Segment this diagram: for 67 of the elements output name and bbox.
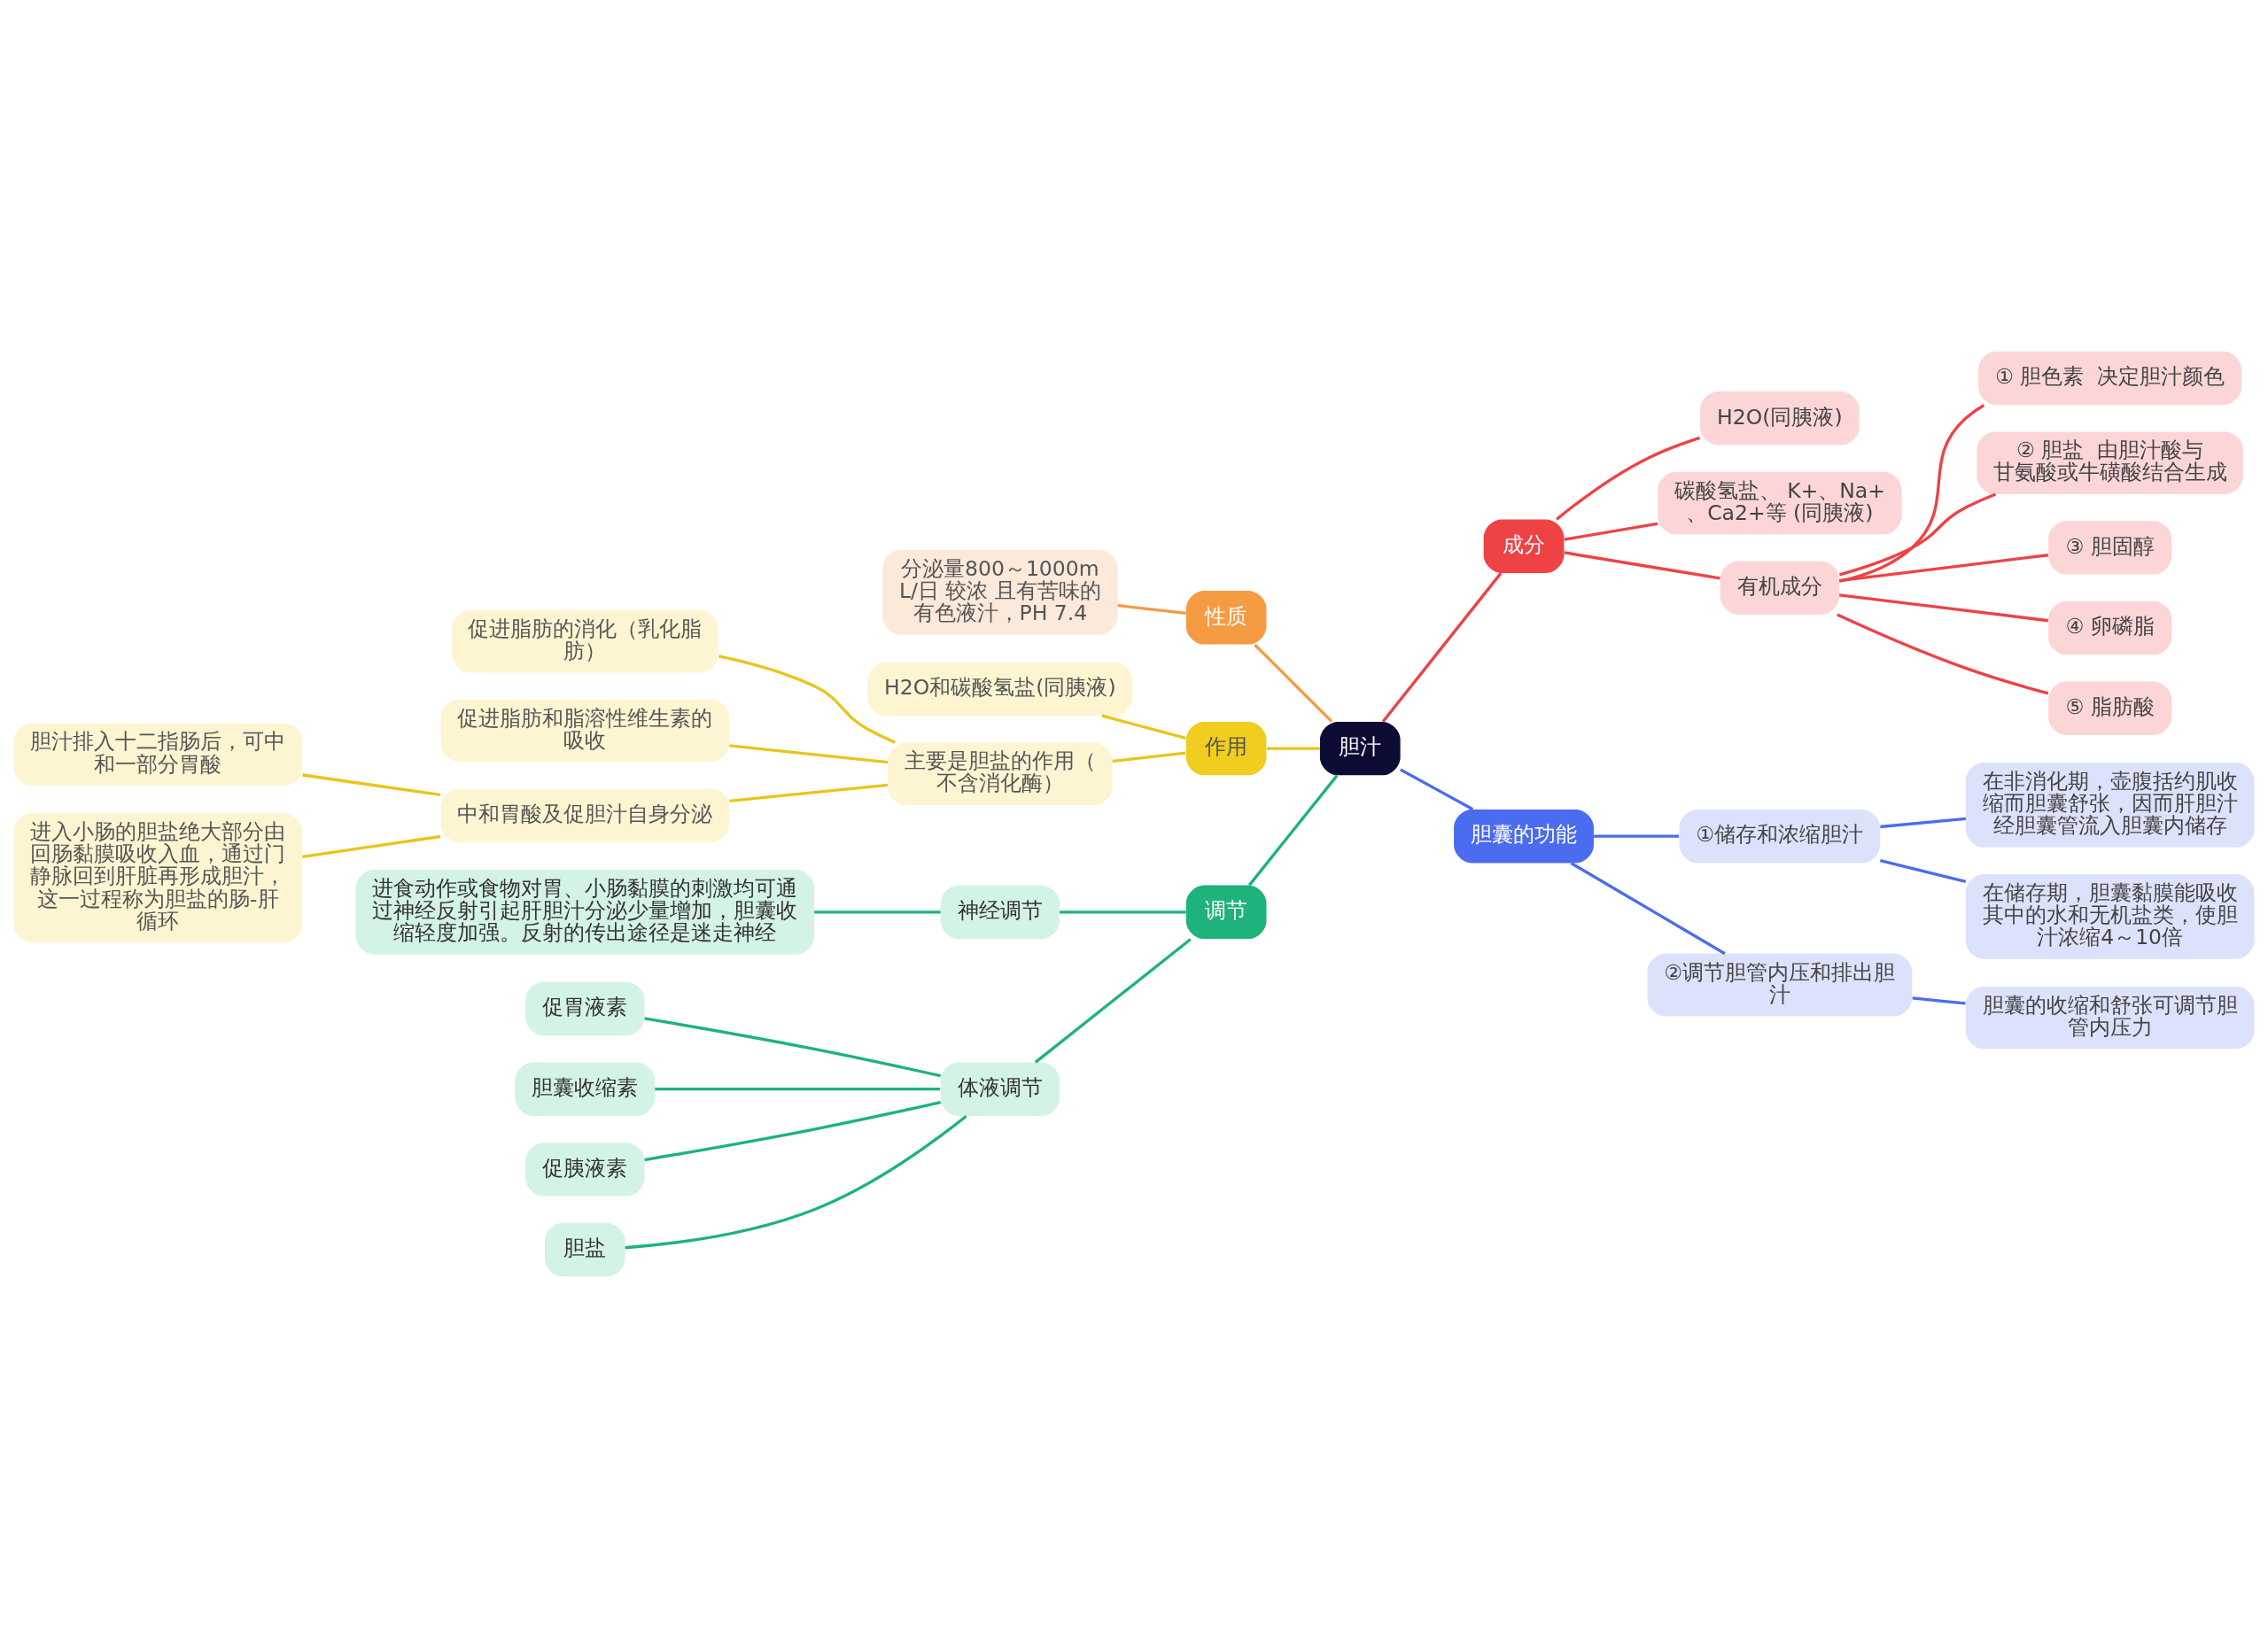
connector <box>302 772 441 796</box>
node-box: 中和胃酸及促胆汁自身分泌 <box>440 787 730 842</box>
connector <box>814 910 941 913</box>
node-box: 促进脂肪的消化（乳化脂肪） <box>452 609 718 672</box>
node-box: 胆汁 <box>1319 721 1401 775</box>
node-box: ①储存和浓缩胆汁 <box>1679 809 1881 863</box>
node-box: 有机成分 <box>1720 561 1839 615</box>
node-box: ②调节胆管内压和排出胆汁 <box>1647 953 1913 1016</box>
node-box: 胆囊的收缩和舒张可调节胆管内压力 <box>1965 986 2255 1049</box>
connector <box>1381 571 1503 723</box>
connector <box>1060 910 1186 913</box>
connector <box>1570 861 1726 955</box>
connector <box>1267 746 1320 750</box>
connector <box>718 654 896 744</box>
node-box: 在非消化期，壶腹括约肌收缩而胆囊舒张，因而肝胆汁经胆囊管流入胆囊内储存 <box>1965 762 2255 848</box>
node-box: ④ 卵磷脂 <box>2047 600 2172 655</box>
connector <box>1117 603 1186 615</box>
node-box: 胆囊收缩素 <box>515 1061 656 1116</box>
connector <box>1555 436 1701 521</box>
connector <box>1838 492 1997 576</box>
node-box: 进入小肠的胆盐绝大部分由回肠黏膜吸收入血，通过门静脉回到肝脏再形成胆汁，这一过程称为胆盐的肠-肝循环 <box>13 812 303 942</box>
node-box: ① 胆色素 决定胆汁颜色 <box>1978 351 2242 405</box>
node-box: 成分 <box>1483 519 1565 573</box>
connector <box>655 1087 940 1090</box>
node-box: ③ 胆固醇 <box>2047 520 2172 575</box>
node-box: 促胃液素 <box>525 981 645 1035</box>
connector <box>1112 750 1186 763</box>
connector <box>1247 774 1339 886</box>
node-box: 胆囊的功能 <box>1454 809 1594 863</box>
node-box: 主要是胆盐的作用（不含消化酶） <box>888 741 1113 805</box>
node-box: 胆盐 <box>544 1222 625 1276</box>
connector <box>1837 613 2049 694</box>
connector <box>729 783 889 802</box>
connector <box>1400 768 1474 810</box>
node-box: 体液调节 <box>940 1061 1060 1116</box>
node-box: 碳酸氢盐、 K+、Na+、Ca2+等 (同胰液) <box>1658 471 1902 534</box>
node-box: 促进脂肪和脂溶性维生素的吸收 <box>440 699 730 762</box>
node-box: ② 胆盐 由胆汁酸与甘氨酸或牛磺酸结合生成 <box>1977 430 2243 494</box>
node-box: 作用 <box>1185 721 1267 775</box>
connector <box>625 1114 967 1249</box>
node-box: 进食动作或食物对胃、小肠黏膜的刺激均可通过神经反射引起肝胆汁分泌少量增加，胆囊收缩轻度加强。反射的传出途径是迷走神经 <box>355 869 814 955</box>
node-box: H2O和碳酸氢盐(同胰液) <box>867 662 1133 716</box>
node-box: 促胰液素 <box>525 1142 645 1197</box>
connector <box>1034 937 1192 1064</box>
node-box: 在储存期，胆囊黏膜能吸收其中的水和无机盐类，使胆汁浓缩4～10倍 <box>1965 873 2255 959</box>
connector <box>644 1016 942 1077</box>
node-box: 胆汁排入十二指肠后，可中和一部分胃酸 <box>13 723 303 786</box>
node-box: 分泌量800～1000mL/日 较浓 且有苦味的有色液汁，PH 7.4 <box>882 549 1118 635</box>
connector <box>1564 522 1658 541</box>
node-box: 性质 <box>1185 590 1267 645</box>
node-box: 调节 <box>1185 885 1267 939</box>
connector <box>1593 834 1679 838</box>
connector <box>1912 996 1966 1005</box>
node-box: H2O(同胰液) <box>1700 391 1860 445</box>
connector <box>729 743 889 763</box>
connector <box>1254 643 1333 723</box>
connector <box>1879 858 1967 883</box>
connector <box>1838 553 2049 582</box>
connector <box>1880 817 1966 828</box>
node-box: ⑤ 脂肪酸 <box>2047 681 2172 735</box>
connector <box>302 834 441 858</box>
node-box: 神经调节 <box>940 885 1060 939</box>
connector <box>1564 550 1720 580</box>
connector <box>644 1100 942 1161</box>
connector <box>1838 403 1985 583</box>
connector <box>1838 593 2049 622</box>
connector <box>1101 714 1186 740</box>
